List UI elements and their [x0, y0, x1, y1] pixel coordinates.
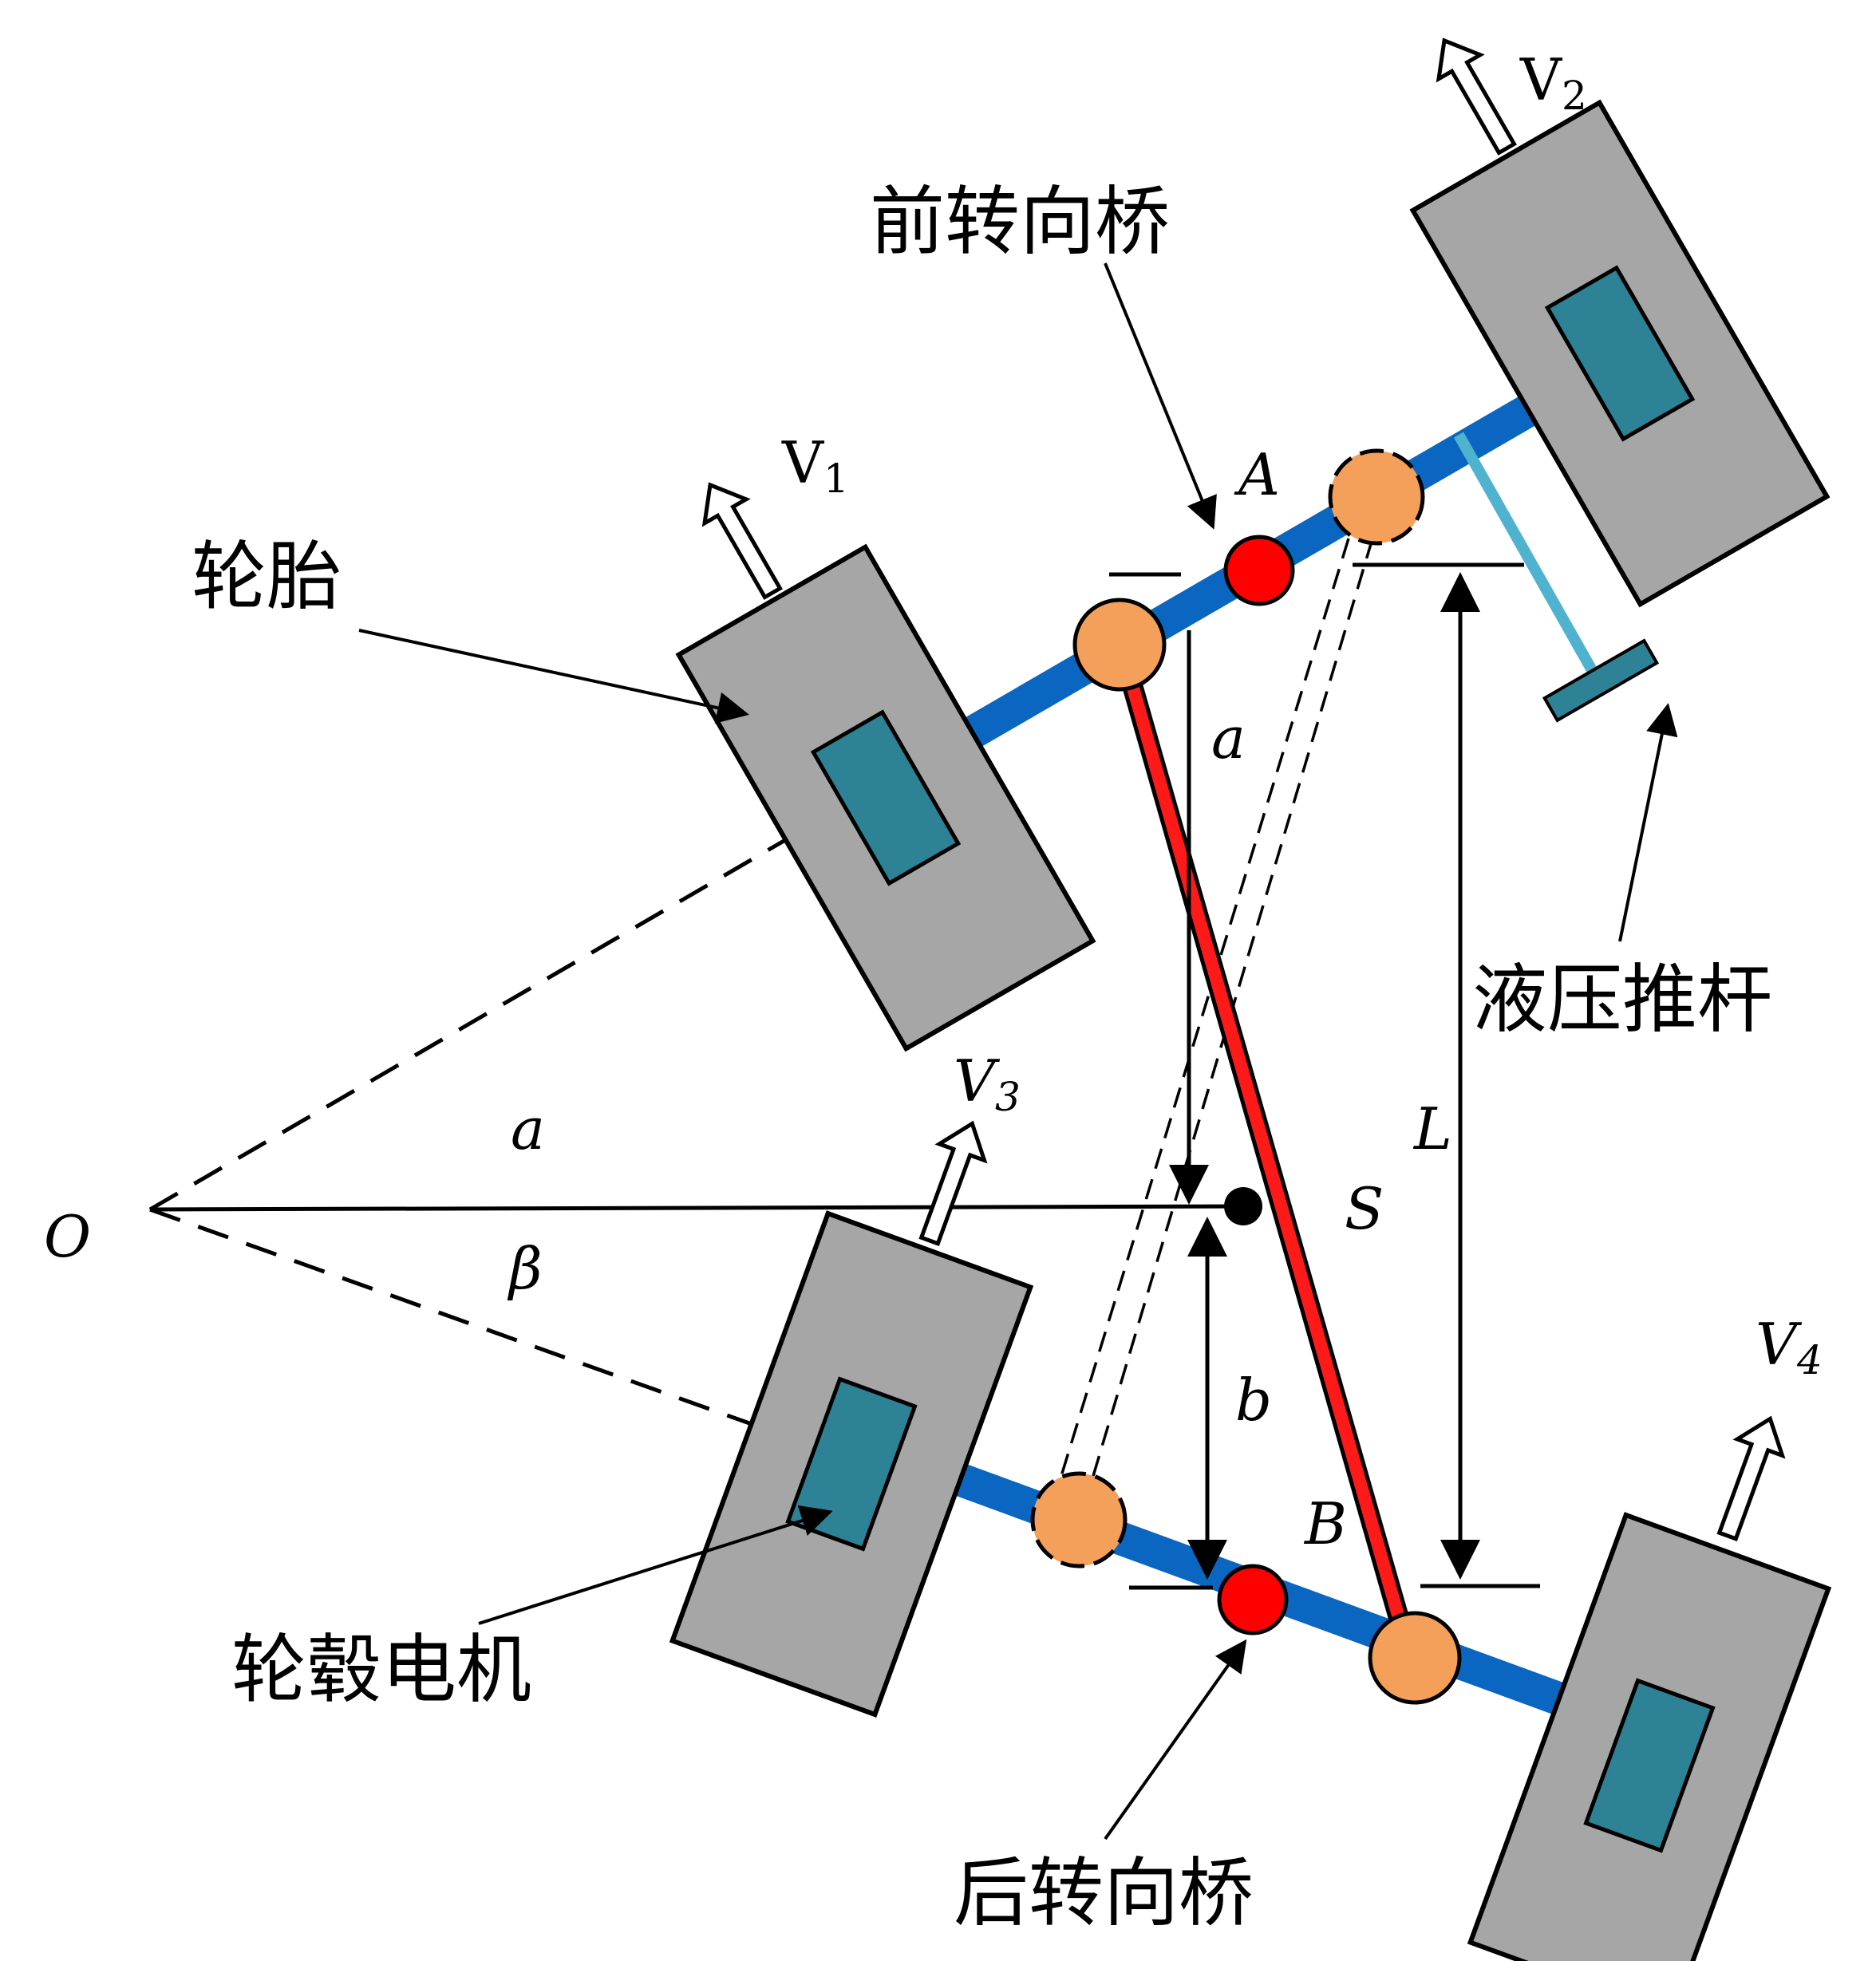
label-dim-b: b [1235, 1367, 1272, 1434]
dashed-link-1 [1060, 538, 1350, 1477]
tire-front-right [1409, 99, 1831, 608]
hub-motor-front-left [810, 709, 962, 886]
velocity-arrow-v2 [1436, 37, 1517, 156]
label-v2: V2 [1519, 46, 1587, 119]
label-front-axle: 前转向桥 [870, 179, 1170, 266]
label-beta: β [507, 1235, 543, 1302]
hydraulic-rod [1453, 432, 1598, 673]
label-point-a: A [1234, 441, 1280, 508]
radius-line-rear [149, 1207, 775, 1434]
kingpin-rear-right [1368, 1611, 1462, 1705]
kingpin-rear-left [1030, 1471, 1128, 1568]
leader-hydraulic-rod [1618, 703, 1678, 942]
radius-line-center [149, 1204, 1242, 1212]
leader-hub-motor [478, 1505, 833, 1625]
label-wheelbase: L [1412, 1095, 1452, 1162]
label-hydraulic-rod: 液压推杆 [1472, 957, 1772, 1044]
label-tire: 轮胎 [192, 534, 342, 621]
pivot-a [1223, 535, 1295, 606]
tire-rear-right [1467, 1512, 1832, 1961]
tire-rear-left [669, 1210, 1034, 1718]
velocity-arrow-v3 [918, 1120, 988, 1246]
label-alpha: a [511, 1095, 545, 1162]
leader-front-axle [1104, 262, 1217, 530]
label-link-s: S [1345, 1175, 1384, 1242]
label-dim-a: a [1211, 704, 1246, 771]
hub-motor-front-right [1544, 265, 1696, 442]
velocity-arrow-v1 [701, 482, 783, 600]
velocity-arrow-v4 [1716, 1415, 1786, 1541]
label-origin: O [44, 1203, 91, 1270]
label-v3: V3 [954, 1048, 1021, 1120]
hydraulic-rod-base [1542, 638, 1660, 723]
hub-motor-rear-right [1583, 1678, 1716, 1853]
pivot-b [1217, 1564, 1289, 1635]
label-v4: V4 [1756, 1311, 1823, 1383]
kingpin-front-right [1328, 448, 1425, 546]
kingpin-front-left [1072, 598, 1167, 692]
label-hub-motor: 轮毂电机 [231, 1627, 531, 1714]
leader-tire [358, 629, 749, 724]
leader-rear-axle [1104, 1639, 1247, 1841]
steering-link-s-fill [1113, 638, 1415, 1654]
label-point-b: B [1303, 1490, 1347, 1557]
tire-front-left [675, 543, 1096, 1052]
label-rear-axle: 后转向桥 [954, 1850, 1254, 1937]
label-v1: V1 [781, 429, 849, 502]
radius-line-front [148, 823, 812, 1212]
center-point [1224, 1187, 1262, 1225]
